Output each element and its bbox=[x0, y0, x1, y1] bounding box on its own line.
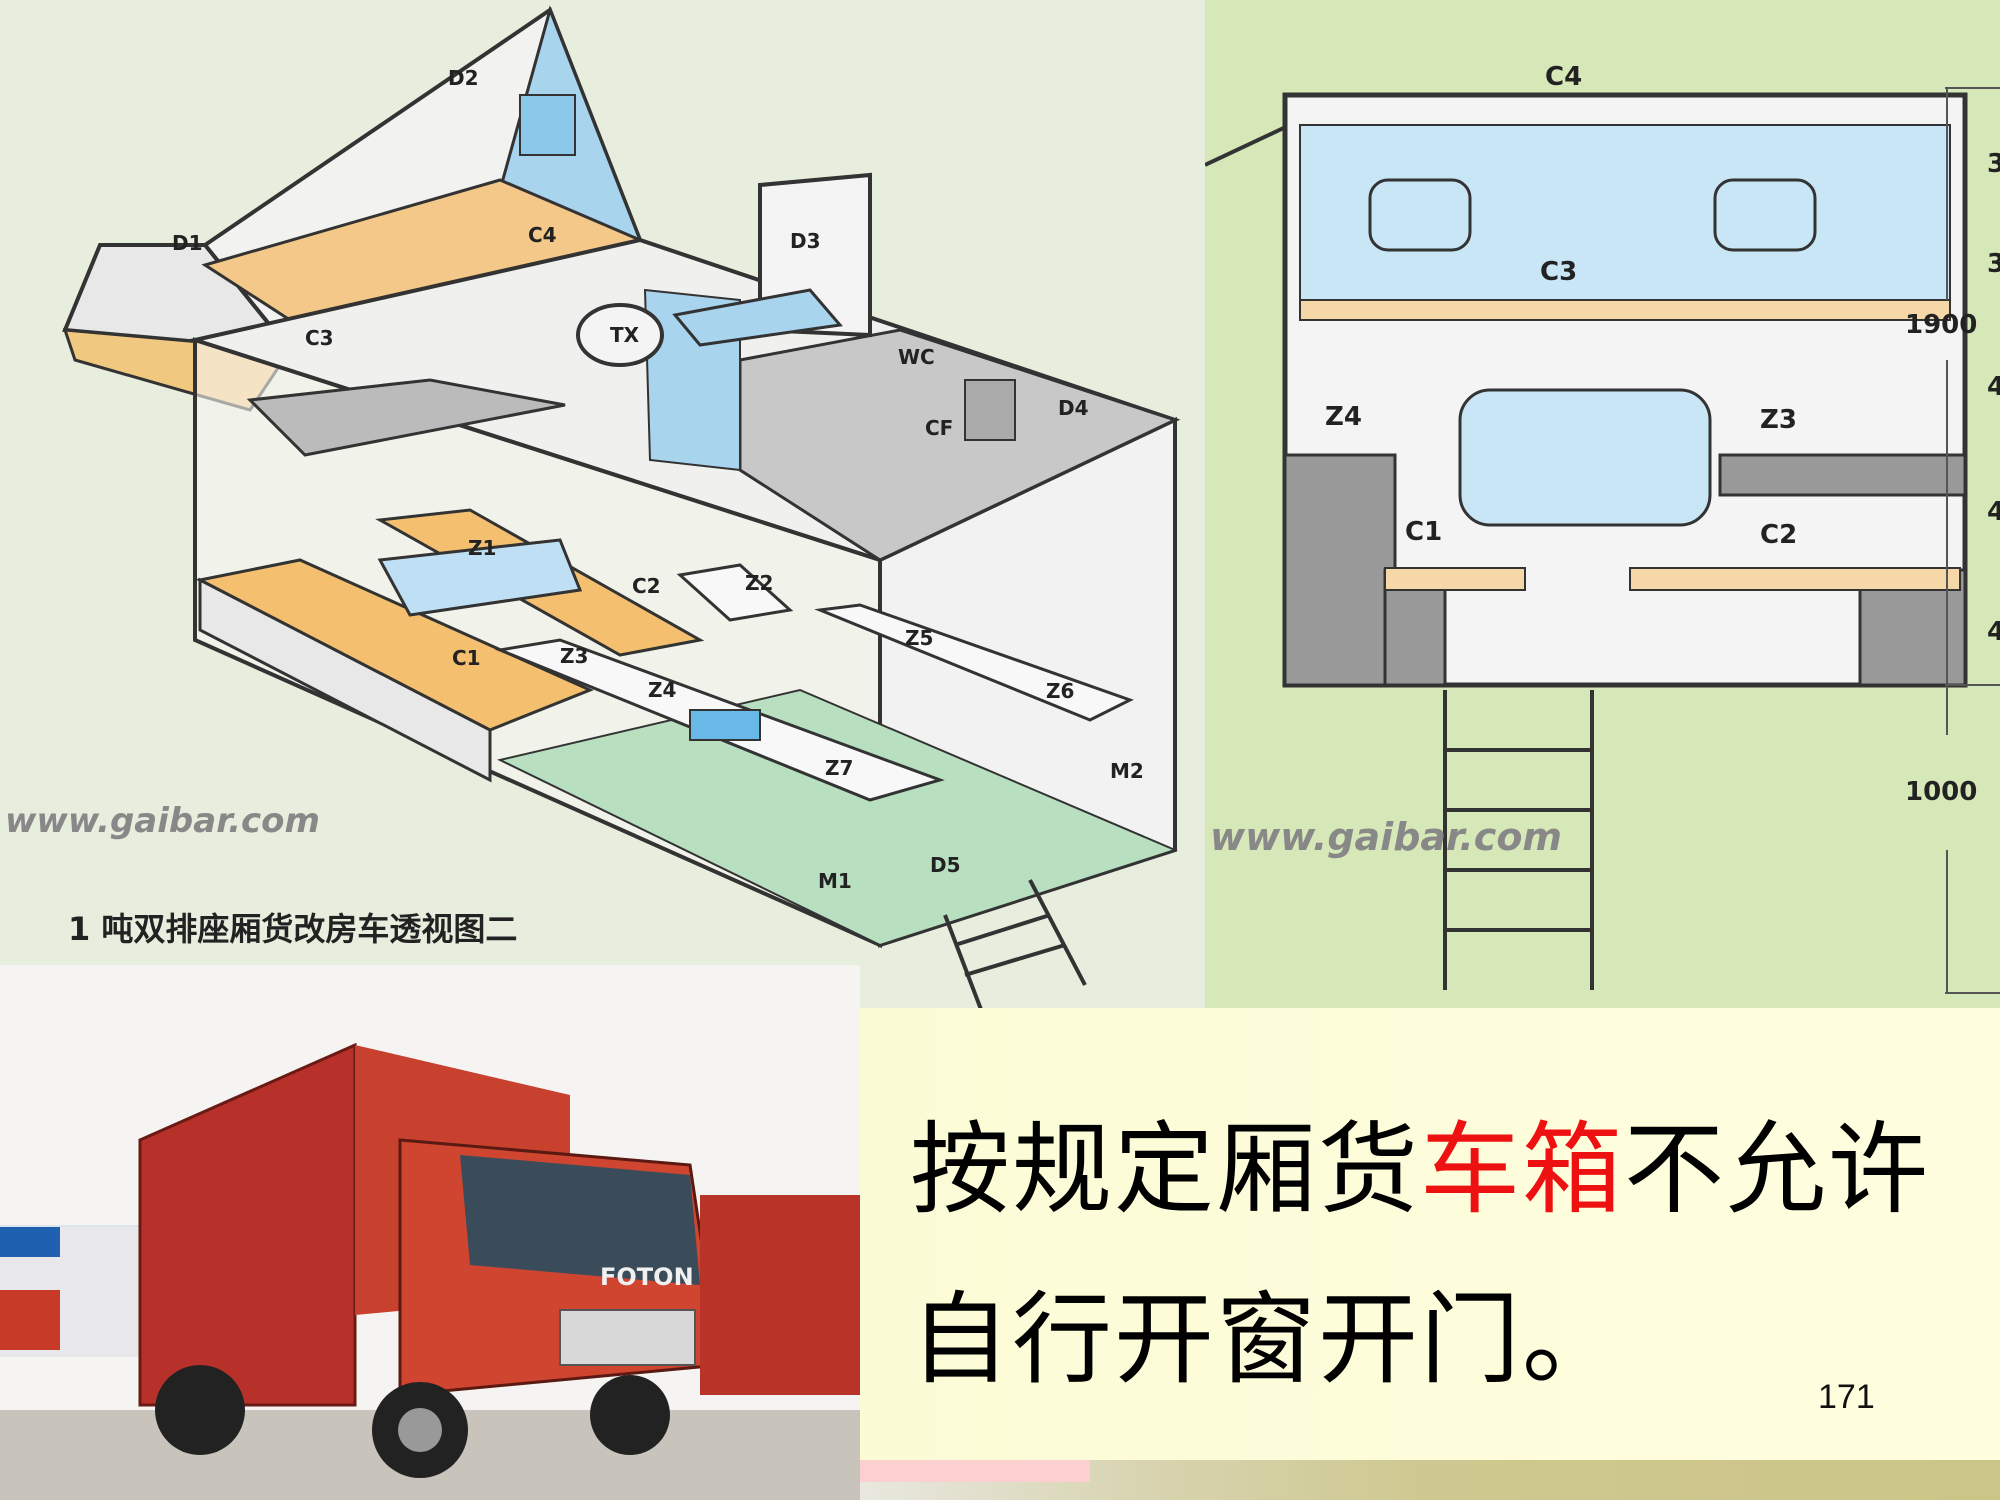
label-c1: C1 bbox=[452, 646, 481, 670]
label-z1: Z1 bbox=[468, 536, 496, 560]
truck-photo: FOTON bbox=[0, 965, 860, 1500]
slide-text-line-1: 按规定厢货车箱不允许 bbox=[910, 1088, 1930, 1233]
diagram-labels: D1 D2 C3 C4 D3 TX WC CF D4 Z1 C2 Z2 C1 Z… bbox=[172, 66, 1144, 893]
label-z4: Z4 bbox=[648, 678, 676, 702]
label-d4: D4 bbox=[1058, 396, 1089, 420]
rv-perspective-diagram: D1 D2 C3 C4 D3 TX WC CF D4 Z1 C2 Z2 C1 Z… bbox=[0, 0, 1205, 1030]
label-z3: Z3 bbox=[1760, 405, 1797, 435]
slide-text-line-2: 自行开窗开门。 bbox=[910, 1281, 1624, 1398]
label-d3: D3 bbox=[790, 229, 821, 253]
label-z7: Z7 bbox=[825, 756, 853, 780]
truck-brand-logo: FOTON bbox=[600, 1263, 694, 1291]
text-segment: 按规定厢货 bbox=[910, 1111, 1420, 1228]
partial-dimension: 4 bbox=[1987, 617, 2000, 647]
highlighted-text: 车箱 bbox=[1420, 1111, 1624, 1228]
label-tx: TX bbox=[610, 323, 640, 347]
label-d1: D1 bbox=[172, 231, 203, 255]
label-d5: D5 bbox=[930, 853, 961, 877]
label-m2: M2 bbox=[1110, 759, 1144, 783]
label-wc: WC bbox=[898, 345, 935, 369]
label-z3: Z3 bbox=[560, 644, 588, 668]
watermark: www.gaibar.com bbox=[1210, 815, 1562, 859]
slide-text-box: 按规定厢货车箱不允许 自行开窗开门。 171 bbox=[860, 1008, 2000, 1460]
page-number: 171 bbox=[1818, 1378, 1875, 1416]
label-d2: D2 bbox=[448, 66, 479, 90]
label-c3: C3 bbox=[1540, 257, 1577, 287]
label-c4: C4 bbox=[528, 223, 557, 247]
dimension-1000: 1000 bbox=[1905, 777, 1977, 807]
diagram-caption: 1 吨双排座厢货改房车透视图二 bbox=[68, 910, 517, 948]
label-z6: Z6 bbox=[1046, 679, 1074, 703]
label-z4: Z4 bbox=[1325, 402, 1362, 432]
label-z5: Z5 bbox=[905, 626, 933, 650]
partial-dimension: 4 bbox=[1987, 497, 2000, 527]
label-c4: C4 bbox=[1545, 62, 1582, 92]
footer-accent bbox=[860, 1460, 1090, 1482]
partial-dimension: 3 bbox=[1987, 249, 2000, 279]
label-c1: C1 bbox=[1405, 517, 1442, 547]
label-c3: C3 bbox=[305, 326, 334, 350]
partial-dimension: 4 bbox=[1987, 372, 2000, 402]
watermark: www.gaibar.com bbox=[5, 801, 320, 841]
rv-elevation-diagram: C4 C3 Z4 Z3 C1 C2 1900 1000 3 3 4 4 4 ww… bbox=[1205, 0, 2000, 1008]
label-z2: Z2 bbox=[745, 571, 773, 595]
label-c2: C2 bbox=[632, 574, 661, 598]
dimension-1900: 1900 bbox=[1905, 310, 1977, 340]
partial-dimension: 3 bbox=[1987, 149, 2000, 179]
label-c2: C2 bbox=[1760, 520, 1797, 550]
text-segment: 不允许 bbox=[1624, 1111, 1930, 1228]
label-m1: M1 bbox=[818, 869, 852, 893]
label-cf: CF bbox=[925, 416, 953, 440]
